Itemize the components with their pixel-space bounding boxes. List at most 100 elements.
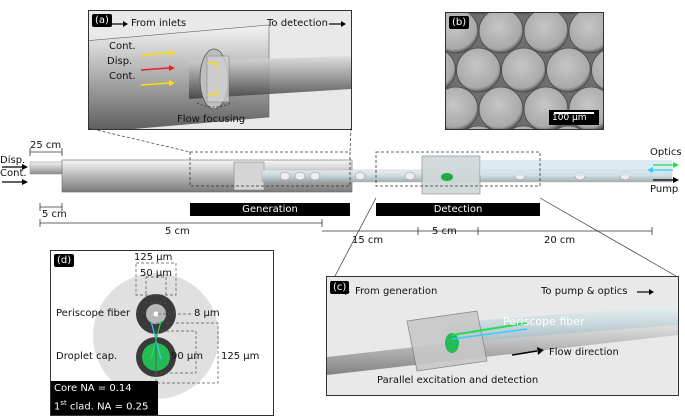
panel-b: (b) 100 µm (445, 12, 604, 130)
from-inlets-label: From inlets (131, 18, 187, 29)
cont-in-arrow-head (22, 179, 28, 185)
dim-50: 50 µm (140, 268, 173, 279)
dim-5cm-small-label: 5 cm (42, 209, 67, 220)
inner-capillary (189, 56, 351, 99)
flow-direction-label: Flow direction (549, 347, 619, 358)
scale-bar-box: 100 µm (549, 110, 599, 125)
droplet (478, 86, 524, 129)
periscope-fiber (480, 160, 672, 176)
clad-na-sup: st (60, 399, 67, 407)
scale-bar-label: 100 µm (552, 113, 587, 123)
fiber-cross-section (93, 262, 219, 399)
disp-in-arrow-head (22, 164, 28, 170)
cont-top-arrow (140, 52, 170, 56)
dim-5cm-det-label: 5 cm (432, 226, 457, 237)
scale-bar-line (554, 112, 594, 114)
emission-cyan (451, 328, 528, 340)
clad-na-suffix: clad. NA = 0.25 (66, 401, 149, 413)
droplet (523, 13, 569, 54)
periscope-fiber-c-label: Periscope fiber (503, 315, 585, 328)
zoom-line-c-left (334, 197, 377, 277)
excitation-green (451, 322, 528, 336)
main-device (2, 148, 679, 235)
droplet (568, 13, 603, 54)
core-na-text: Core NA = 0.14 (54, 383, 132, 394)
droplet (556, 125, 581, 129)
to-detection-label: To detection (267, 18, 328, 29)
periscope-fiber-c (447, 305, 678, 343)
droplet-micrograph (446, 13, 603, 129)
droplet (470, 13, 487, 15)
optics-cyan-arrow-head (647, 167, 653, 173)
dim-8: 8 µm (194, 308, 220, 319)
detection-box (375, 151, 541, 187)
to-detection-arrow-head (341, 21, 346, 27)
yellow-path-bottom (207, 89, 218, 96)
yellow-path-top (207, 62, 218, 69)
dim-125-top: 125 µm (134, 252, 173, 263)
droplet (446, 86, 479, 129)
dim-15cm-label: 15 cm (352, 235, 384, 246)
dim-25cm-label: 25 cm (30, 140, 62, 151)
dim-90: 90 µm (171, 351, 204, 362)
to-pump-optics-label: To pump & optics (541, 286, 628, 297)
panel-c: (c) From generation To pump & optics Per… (326, 276, 679, 396)
droplet (560, 13, 577, 15)
cont-bottom-arrow-head (169, 80, 175, 86)
cont-top-label: Cont. (109, 41, 136, 52)
dim-20cm-label: 20 cm (544, 235, 576, 246)
droplet (515, 13, 532, 15)
from-generation-label: From generation (355, 286, 438, 297)
panel-c-caption: Parallel excitation and detection (377, 375, 539, 386)
detected-droplet-c (445, 333, 459, 353)
periscope-fiber-center (153, 311, 159, 317)
droplet (466, 125, 491, 129)
panel-d-label: (d) (54, 254, 75, 267)
outer-tube (89, 24, 270, 129)
junction-body (206, 55, 230, 103)
dim-125-right: 125 µm (221, 351, 260, 362)
cont-bottom-arrow (140, 82, 170, 86)
droplet-cap-label: Droplet cap. (56, 351, 118, 362)
detection-bar: Detection (376, 203, 540, 216)
dimension-lines (29, 148, 653, 235)
flow-focusing-bracket (196, 102, 232, 108)
panel-b-label: (b) (449, 16, 470, 29)
droplet (591, 50, 603, 90)
panel-c-label: (c) (330, 281, 350, 294)
droplet (601, 128, 603, 129)
droplet (511, 125, 536, 129)
from-inlets-arrow-head (123, 21, 128, 27)
disp-in-label: Disp. (0, 155, 26, 166)
pump-arrow-head (673, 177, 679, 183)
panel-a-render (89, 21, 351, 129)
cont-bottom-label: Cont. (109, 71, 136, 82)
cont-top-arrow-head (169, 50, 175, 56)
droplet (446, 51, 456, 89)
panel-a-label: (a) (92, 14, 112, 27)
panel-a: (a) From inlets To detection Cont. Disp.… (88, 10, 352, 130)
droplet (501, 47, 546, 93)
zoom-line-c-right (539, 197, 677, 277)
periscope-fiber-label: Periscope fiber (56, 308, 131, 319)
zoom-line-a-left (87, 127, 191, 153)
optics-green-arrow-head (673, 162, 679, 168)
clad-na-prefix: 1 (54, 401, 61, 413)
detected-droplet (441, 173, 453, 181)
disp-arrow-head (169, 65, 175, 71)
droplets (446, 13, 603, 129)
generation-junction (233, 161, 265, 191)
disp-arrow (140, 67, 170, 71)
flow-direction-arrow-head (537, 347, 544, 355)
droplet (456, 47, 501, 93)
dimension-guides (135, 262, 219, 384)
na-info-box: Core NA = 0.14 1st clad. NA = 0.25 (51, 381, 158, 415)
pump-label: Pump (650, 184, 679, 195)
clad-na-text: 1st clad. NA = 0.25 (54, 396, 158, 414)
to-pump-arrow-head (649, 289, 654, 295)
flow-focusing-label: Flow focusing (177, 114, 246, 125)
droplet (546, 47, 591, 93)
dim-5cm-label: 5 cm (165, 226, 190, 237)
